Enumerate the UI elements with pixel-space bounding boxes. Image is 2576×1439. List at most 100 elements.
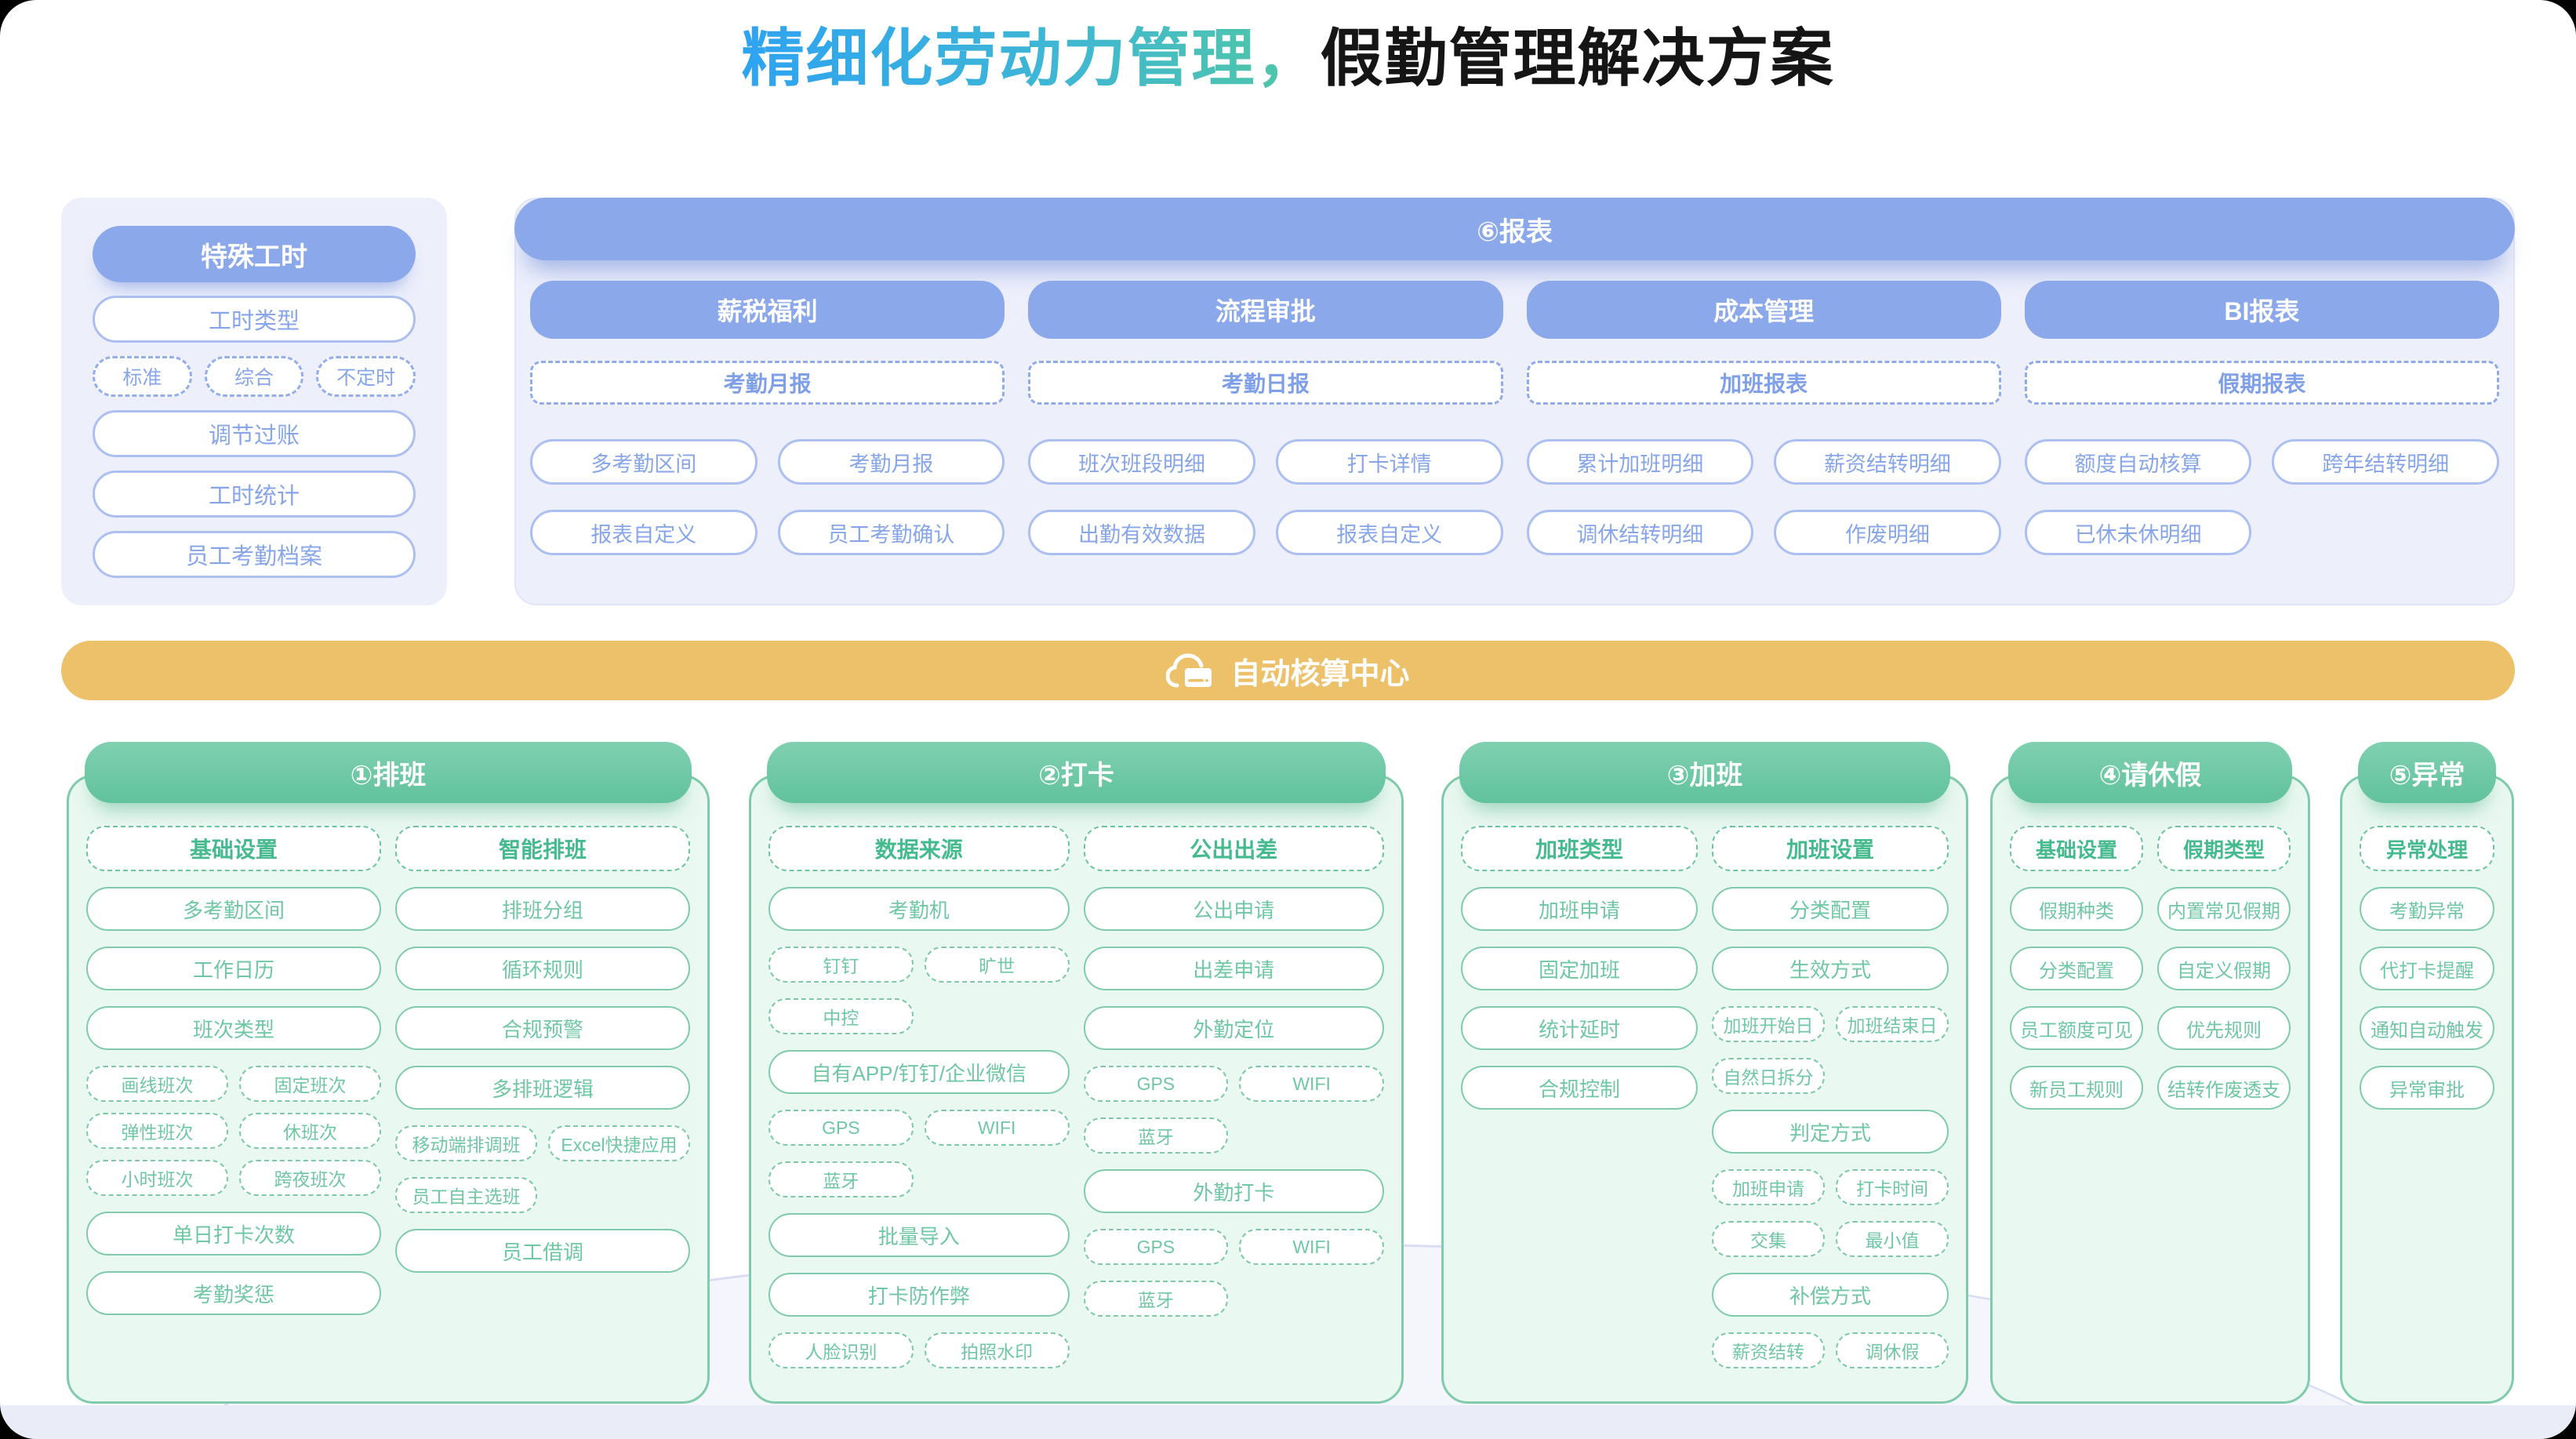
pill-row: 交集最小值	[1712, 1221, 1949, 1257]
report-group-approval-flow: 流程审批考勤日报班次班段明细打卡详情出勤有效数据报表自定义	[1028, 281, 1503, 555]
special-hours-panel: 特殊工时 工时类型标准综合不定时调节过账工时统计员工考勤档案	[61, 198, 447, 605]
pill-row: 额度自动核算跨年结转明细	[2024, 439, 2499, 485]
pill-row: 自然日拆分	[1712, 1058, 1949, 1094]
pill-row: 班次班段明细打卡详情	[1028, 439, 1503, 485]
pill: 批量导入	[768, 1213, 1070, 1257]
pill: 旷世	[924, 947, 1070, 983]
pill: 分类配置	[1712, 887, 1949, 931]
pill-row: 钉钉旷世	[768, 947, 1070, 983]
pill: 固定班次	[239, 1066, 381, 1102]
pill: 出差申请	[1083, 947, 1384, 990]
pill: 基础设置	[2010, 826, 2143, 871]
pill: 异常审批	[2360, 1066, 2494, 1110]
pill: 打卡详情	[1275, 439, 1503, 485]
pill: 跨年结转明细	[2272, 439, 2499, 485]
pill: 公出出差	[1083, 826, 1384, 871]
subcolumn: 基础设置假期种类分类配置员工额度可见新员工规则	[2010, 826, 2143, 1386]
pill-row: 员工自主选班	[395, 1177, 690, 1213]
column-scheduling-body: 基础设置多考勤区间工作日历班次类型画线班次固定班次弹性班次休班次小时班次跨夜班次…	[86, 826, 690, 1386]
pill: 智能排班	[395, 826, 690, 871]
pill: 多考勤区间	[86, 887, 381, 931]
report-group-bi-report: BI报表假期报表额度自动核算跨年结转明细已休未休明细	[2024, 281, 2499, 555]
pill-row: 标准综合不定时	[93, 356, 416, 397]
pill: 异常处理	[2360, 826, 2494, 871]
pill: 合规控制	[1461, 1066, 1698, 1110]
pill: 加班报表	[1526, 361, 2001, 405]
special-hours-items: 工时类型标准综合不定时调节过账工时统计员工考勤档案	[93, 296, 416, 578]
pill: 考勤日报	[1028, 361, 1503, 405]
pill: 调休结转明细	[1526, 510, 1754, 555]
pill-row: 蓝牙	[768, 1161, 1070, 1197]
pill: 自定义假期	[2157, 947, 2291, 990]
pill: 薪资结转	[1712, 1332, 1825, 1368]
pill: 综合	[204, 356, 304, 397]
report-groups: 薪税福利考勤月报多考勤区间考勤月报报表自定义员工考勤确认 流程审批考勤日报班次班…	[530, 281, 2499, 555]
pill: 工时类型	[93, 296, 416, 343]
pill-row: 加班申请打卡时间	[1712, 1169, 1949, 1205]
page-title: 精细化劳动力管理，假勤管理解决方案	[0, 8, 2576, 99]
pill: 成本管理	[1526, 281, 2001, 339]
pill: 补偿方式	[1712, 1273, 1949, 1317]
column-scheduling-header: ①排班	[85, 742, 692, 803]
pill: 蓝牙	[1083, 1281, 1229, 1317]
pill: 加班设置	[1712, 826, 1949, 871]
column-leave-header: ④请休假	[2008, 742, 2292, 803]
report-group-payroll-tax: 薪税福利考勤月报多考勤区间考勤月报报表自定义员工考勤确认	[530, 281, 1005, 555]
pill-row: 调休结转明细作废明细	[1526, 510, 2001, 555]
pill: 内置常见假期	[2157, 887, 2291, 931]
pill: 蓝牙	[1083, 1117, 1229, 1154]
pill: 调休假	[1836, 1332, 1949, 1368]
report-panel: ⑥报表 薪税福利考勤月报多考勤区间考勤月报报表自定义员工考勤确认 流程审批考勤日…	[514, 198, 2515, 605]
pill: 优先规则	[2157, 1006, 2291, 1050]
page-title-rest: 假勤管理解决方案	[1320, 24, 1835, 93]
pill: 加班类型	[1461, 826, 1698, 871]
special-hours-header: 特殊工时	[93, 226, 416, 282]
subcolumn: 假期类型内置常见假期自定义假期优先规则结转作废透支	[2157, 826, 2291, 1386]
pill: 员工借调	[395, 1229, 690, 1273]
subcolumn: 加班设置分类配置生效方式加班开始日加班结束日自然日拆分判定方式加班申请打卡时间交…	[1712, 826, 1949, 1386]
column-overtime-header: ③加班	[1459, 742, 1950, 803]
pill: 已休未休明细	[2024, 510, 2252, 555]
column-scheduling: 基础设置多考勤区间工作日历班次类型画线班次固定班次弹性班次休班次小时班次跨夜班次…	[67, 742, 710, 1404]
pill: 调节过账	[93, 410, 416, 457]
pill: 假期报表	[2024, 361, 2499, 405]
pill: 不定时	[316, 356, 416, 397]
column-leave-body: 基础设置假期种类分类配置员工额度可见新员工规则 假期类型内置常见假期自定义假期优…	[2010, 826, 2291, 1386]
pill: 班次班段明细	[1028, 439, 1255, 485]
pill: 小时班次	[86, 1160, 228, 1196]
pill-row: 加班开始日加班结束日	[1712, 1006, 1949, 1042]
pill: 循环规则	[395, 947, 690, 990]
pill: 假期种类	[2010, 887, 2143, 931]
subcolumn: 异常处理考勤异常代打卡提醒通知自动触发异常审批	[2360, 826, 2494, 1386]
pill: 员工额度可见	[2010, 1006, 2143, 1050]
pill: 假期类型	[2157, 826, 2291, 871]
pill: BI报表	[2024, 281, 2499, 339]
pill: 额度自动核算	[2024, 439, 2252, 485]
pill-row: 已休未休明细	[2024, 510, 2499, 555]
pill: 加班申请	[1461, 887, 1698, 931]
pill-row: 画线班次固定班次弹性班次休班次小时班次跨夜班次	[86, 1066, 381, 1196]
pill: WIFI	[1239, 1066, 1384, 1102]
pill: 合规预警	[395, 1006, 690, 1050]
subcolumn: 基础设置多考勤区间工作日历班次类型画线班次固定班次弹性班次休班次小时班次跨夜班次…	[86, 826, 381, 1386]
pill: 蓝牙	[768, 1161, 914, 1197]
pill: 外勤打卡	[1083, 1169, 1384, 1213]
pill-row: 报表自定义员工考勤确认	[530, 510, 1005, 555]
pill: 多排班逻辑	[395, 1066, 690, 1110]
page-title-highlight: 精细化劳动力管理，	[741, 24, 1321, 93]
pill: 弹性班次	[86, 1113, 228, 1149]
pill-row: 累计加班明细薪资结转明细	[1526, 439, 2001, 485]
pill-row: 薪资结转调休假	[1712, 1332, 1949, 1368]
pill: 出勤有效数据	[1028, 510, 1255, 555]
pill: 拍照水印	[924, 1332, 1070, 1368]
pill: 排班分组	[395, 887, 690, 931]
pill-row: 蓝牙	[1083, 1281, 1385, 1317]
pill: 统计延时	[1461, 1006, 1698, 1050]
